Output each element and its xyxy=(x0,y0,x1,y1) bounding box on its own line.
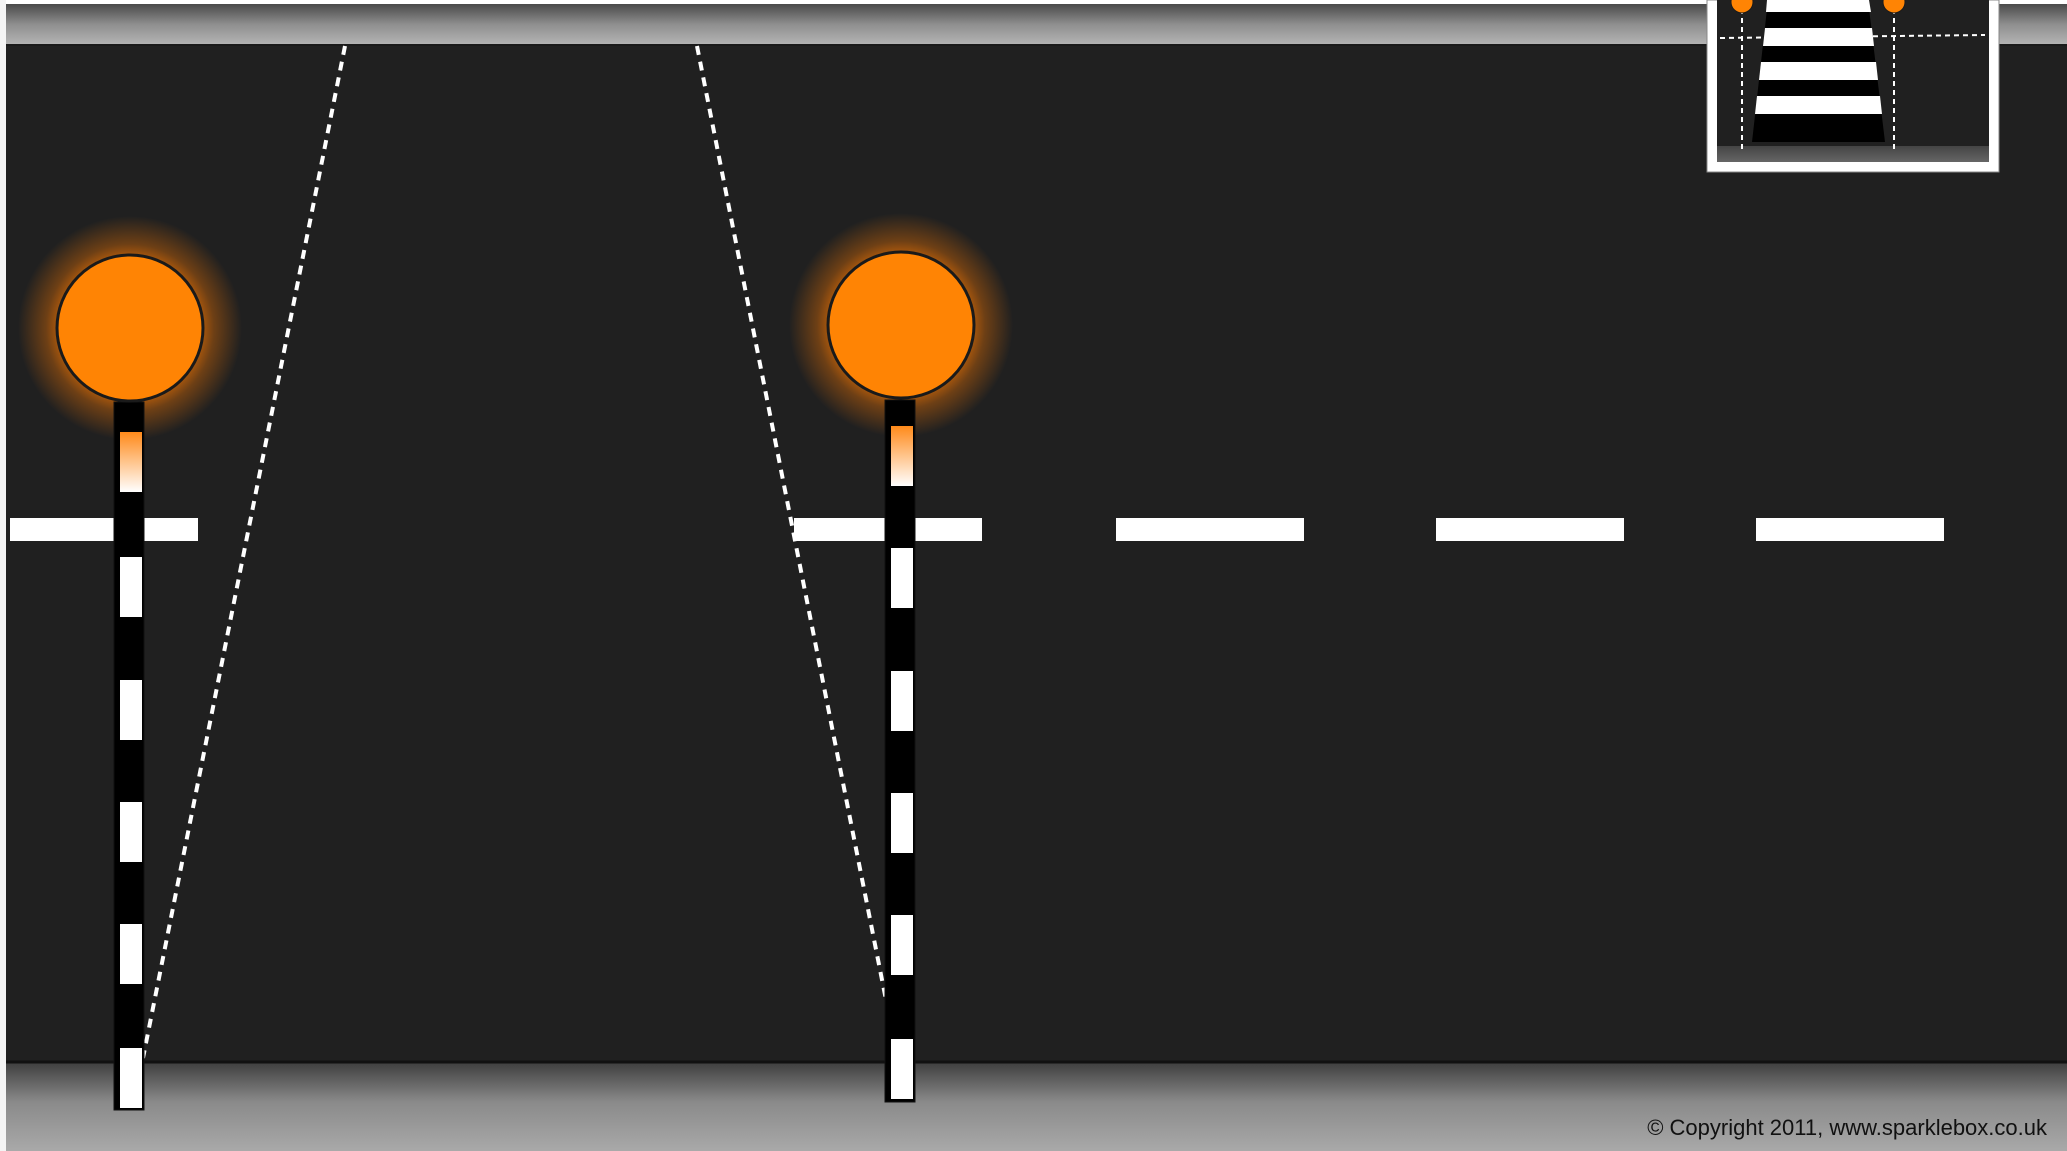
lane-dash xyxy=(1436,518,1624,541)
beacon-pole-right xyxy=(885,400,915,1102)
zebra-crossing-preview-icon xyxy=(1707,0,1999,172)
beacon-pole-left xyxy=(114,402,144,1110)
belisha-beacon-light-right-icon xyxy=(828,252,974,398)
lane-dash xyxy=(1116,518,1304,541)
lane-dash xyxy=(1756,518,1944,541)
lane-dash xyxy=(10,518,198,541)
road-surface xyxy=(6,44,2067,1062)
belisha-beacon-light-left-icon xyxy=(57,255,203,401)
copyright-notice: © Copyright 2011, www.sparklebox.co.uk xyxy=(1647,1115,2047,1141)
